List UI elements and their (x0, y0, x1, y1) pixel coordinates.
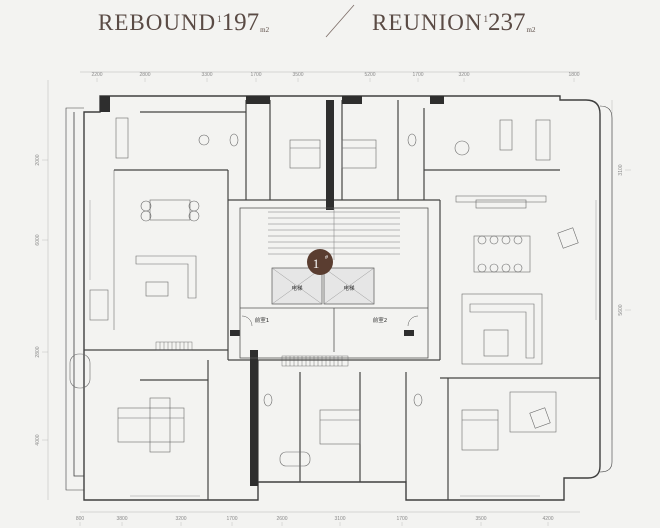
dimension-bottom-3: 1700 (226, 516, 237, 522)
windows (89, 200, 597, 497)
elevator-label-2: 电梯 (343, 284, 355, 292)
dimension-bottom-7: 3500 (475, 516, 486, 522)
dimension-top-5: 5200 (364, 72, 375, 78)
title-rebound-word: REBOUND (98, 10, 217, 35)
bed-bottom-right (461, 409, 499, 451)
sofa-left (135, 255, 197, 299)
title-reunion: REUNION 1 237 m2 (372, 8, 535, 38)
dimension-top-0: 2200 (91, 72, 102, 78)
dimension-top-2: 3300 (201, 72, 212, 78)
dimension-left-3: 4000 (35, 434, 41, 445)
title-rebound-sup: 1 (217, 14, 222, 24)
dimension-top-3: 1700 (250, 72, 261, 78)
outer-walls (65, 95, 613, 501)
living-area-right (461, 293, 543, 365)
dimension-bottom: 800 3800 3200 1700 2600 3100 1700 3500 4200 (76, 516, 554, 526)
title-rebound-unit: m2 (260, 26, 270, 34)
hatch-strips (155, 341, 349, 367)
dimension-right-0: 3100 (618, 164, 624, 175)
furniture (69, 117, 579, 467)
building-number: 1 (313, 256, 320, 271)
dimension-right-1: 5600 (618, 304, 624, 315)
shear-walls (100, 96, 444, 486)
dimension-left: 2000 6000 2800 4000 (35, 154, 48, 446)
balcony-lines (89, 170, 557, 433)
dimension-bottom-2: 3200 (175, 516, 186, 522)
bed-top-2 (341, 139, 377, 169)
dimension-bottom-6: 1700 (396, 516, 407, 522)
dimension-top-7: 3200 (458, 72, 469, 78)
dimension-bottom-1: 3800 (116, 516, 127, 522)
dimension-top: 2200 2800 3300 1700 3500 5200 1700 3200 1800 (91, 72, 580, 82)
dining-table-left (149, 199, 191, 221)
dimension-top-1: 2800 (139, 72, 150, 78)
title-rebound-number: 197 (221, 9, 260, 36)
bed-top-1 (289, 139, 321, 169)
dining-table-right (473, 235, 531, 273)
lobby-label-1: 前室1 (255, 316, 270, 324)
title-reunion-sup: 1 (483, 14, 489, 24)
title-row: REBOUND 1 197 m2 REUNION 1 237 m2 (0, 4, 660, 44)
title-divider (325, 4, 355, 38)
dimension-top-8: 1800 (568, 72, 579, 78)
title-rebound: REBOUND 1 197 m2 (98, 8, 269, 38)
bed-bottom-left (117, 407, 185, 443)
dimension-left-2: 2800 (35, 346, 41, 357)
dimension-left-1: 6000 (35, 234, 41, 245)
elevator-shafts (271, 267, 375, 305)
building-badge: 1 # (307, 249, 333, 275)
dimension-bottom-0: 800 (76, 516, 85, 522)
title-reunion-word: REUNION (372, 10, 483, 35)
dimension-right: 3100 5600 (618, 164, 631, 316)
bed-bottom-middle (319, 409, 361, 445)
stairs (268, 208, 400, 260)
dimension-top-4: 3500 (292, 72, 303, 78)
title-reunion-unit: m2 (526, 26, 536, 34)
elevator-label-1: 电梯 (291, 284, 303, 292)
lobby-partitions (240, 307, 428, 352)
core (155, 207, 429, 367)
dimension-bottom-5: 3100 (334, 516, 345, 522)
building-number-sup: # (325, 255, 328, 261)
lobby-label-2: 前室2 (373, 316, 388, 324)
dimension-bottom-4: 2600 (276, 516, 287, 522)
dimension-bottom-8: 4200 (542, 516, 553, 522)
title-reunion-number: 237 (488, 9, 526, 36)
dimension-left-0: 2000 (35, 154, 41, 165)
dimension-top-6: 1700 (412, 72, 423, 78)
